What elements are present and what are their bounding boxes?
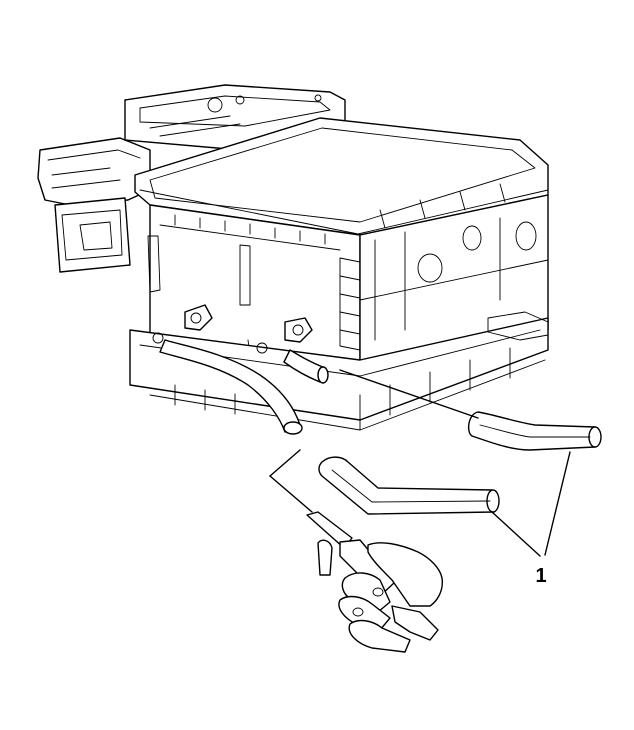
callout-1: 1 xyxy=(269,369,571,587)
callout-leader-to-center-hose xyxy=(491,511,541,557)
callout-leader-to-right-hose xyxy=(544,451,571,556)
callout-label: 1 xyxy=(535,565,546,587)
power-inverter-module xyxy=(37,84,549,435)
coolant-hose-right xyxy=(467,411,602,451)
air-blow-gun xyxy=(306,511,396,597)
coolant-hose-center xyxy=(318,456,500,515)
hand xyxy=(338,542,444,653)
callout-leader-from-fitting xyxy=(339,369,479,419)
callout-leader-center-hose xyxy=(269,449,301,477)
callout-leader-gun xyxy=(269,475,313,513)
